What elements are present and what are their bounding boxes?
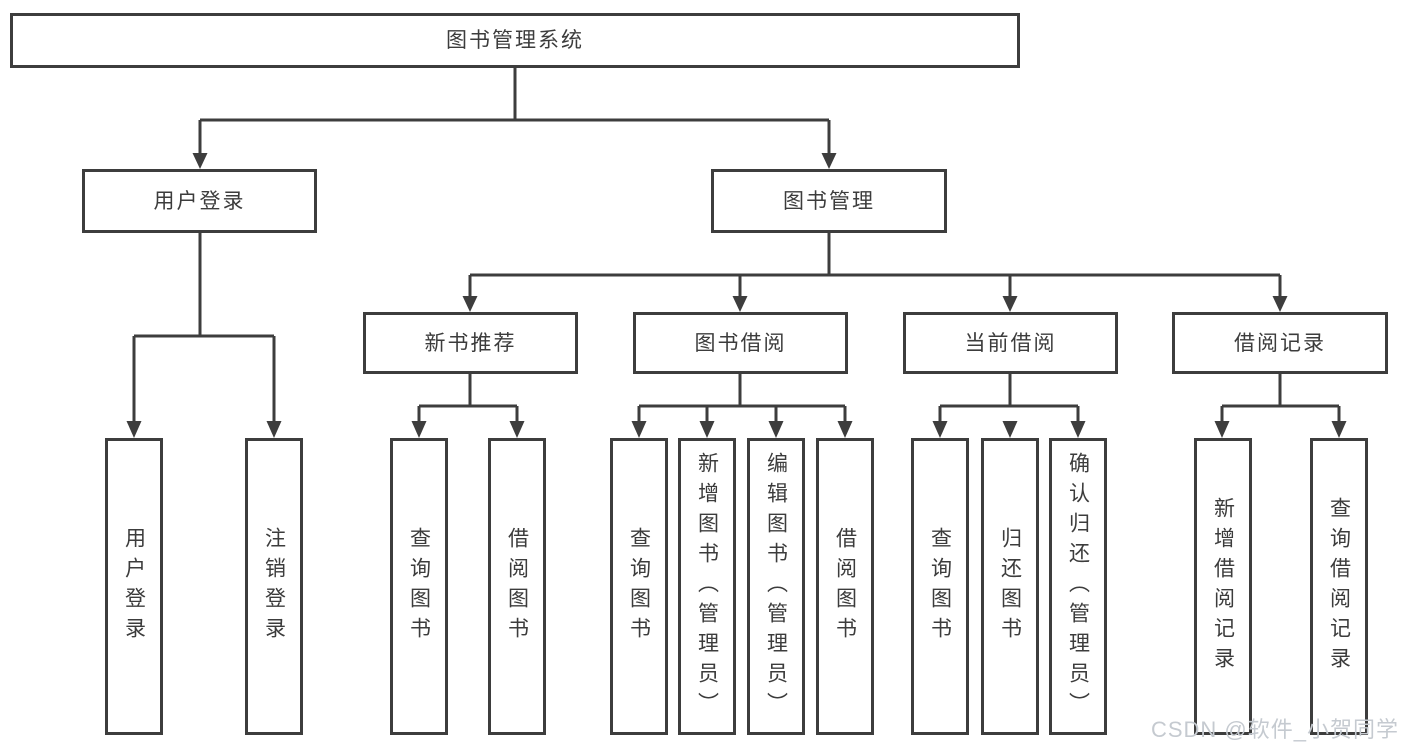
leaf-newbook-query-books: 查询图书	[390, 438, 448, 735]
arrowhead-icon	[699, 421, 715, 438]
arrowhead-icon	[192, 153, 208, 169]
arrowhead-icon	[1272, 296, 1288, 312]
node-current-borrow: 当前借阅	[903, 312, 1118, 374]
arrowhead-icon	[821, 153, 837, 169]
arrowhead-icon	[1214, 421, 1230, 438]
node-book-borrow: 图书借阅	[633, 312, 848, 374]
connector-book-borrow-to-children	[631, 374, 853, 438]
arrowhead-icon	[462, 296, 478, 312]
leaf-current-query-books: 查询图书	[911, 438, 969, 735]
connector-borrow-records-to-children	[1214, 374, 1347, 438]
arrowhead-icon	[1002, 421, 1018, 438]
node-new-book-recommend: 新书推荐	[363, 312, 578, 374]
leaf-records-add-borrow-record: 新增借阅记录	[1194, 438, 1252, 735]
leaf-newbook-borrow-books: 借阅图书	[488, 438, 546, 735]
connector-book-management-to-level3	[462, 233, 1288, 312]
leaf-borrow-borrow-books: 借阅图书	[816, 438, 874, 735]
arrowhead-icon	[1002, 296, 1018, 312]
arrowhead-icon	[932, 421, 948, 438]
node-book-management: 图书管理	[711, 169, 947, 233]
csdn-watermark: CSDN @软件_小贺同学	[1150, 717, 1399, 742]
leaf-current-confirm-return-admin: 确认归还（管理员）	[1049, 438, 1107, 735]
leaf-records-query-borrow-record: 查询借阅记录	[1310, 438, 1368, 735]
connector-current-borrow-to-children	[932, 374, 1086, 438]
connector-new-book-to-children	[411, 374, 525, 438]
arrowhead-icon	[126, 421, 142, 438]
node-user-login: 用户登录	[82, 169, 317, 233]
leaf-current-return-books: 归还图书	[981, 438, 1039, 735]
node-borrow-records: 借阅记录	[1172, 312, 1388, 374]
arrowhead-icon	[266, 421, 282, 438]
arrowhead-icon	[1331, 421, 1347, 438]
arrowhead-icon	[732, 296, 748, 312]
arrowhead-icon	[509, 421, 525, 438]
arrowhead-icon	[1070, 421, 1086, 438]
arrowhead-icon	[631, 421, 647, 438]
leaf-borrow-edit-books-admin: 编辑图书（管理员）	[747, 438, 805, 735]
leaf-user-login: 用户登录	[105, 438, 163, 735]
connector-user-login-to-children	[126, 233, 282, 438]
arrowhead-icon	[768, 421, 784, 438]
arrowhead-icon	[411, 421, 427, 438]
leaf-logout: 注销登录	[245, 438, 303, 735]
leaf-borrow-add-books-admin: 新增图书（管理员）	[678, 438, 736, 735]
connector-root-to-level2	[192, 68, 837, 169]
arrowhead-icon	[837, 421, 853, 438]
leaf-borrow-query-books: 查询图书	[610, 438, 668, 735]
node-library-management-system: 图书管理系统	[10, 13, 1020, 68]
